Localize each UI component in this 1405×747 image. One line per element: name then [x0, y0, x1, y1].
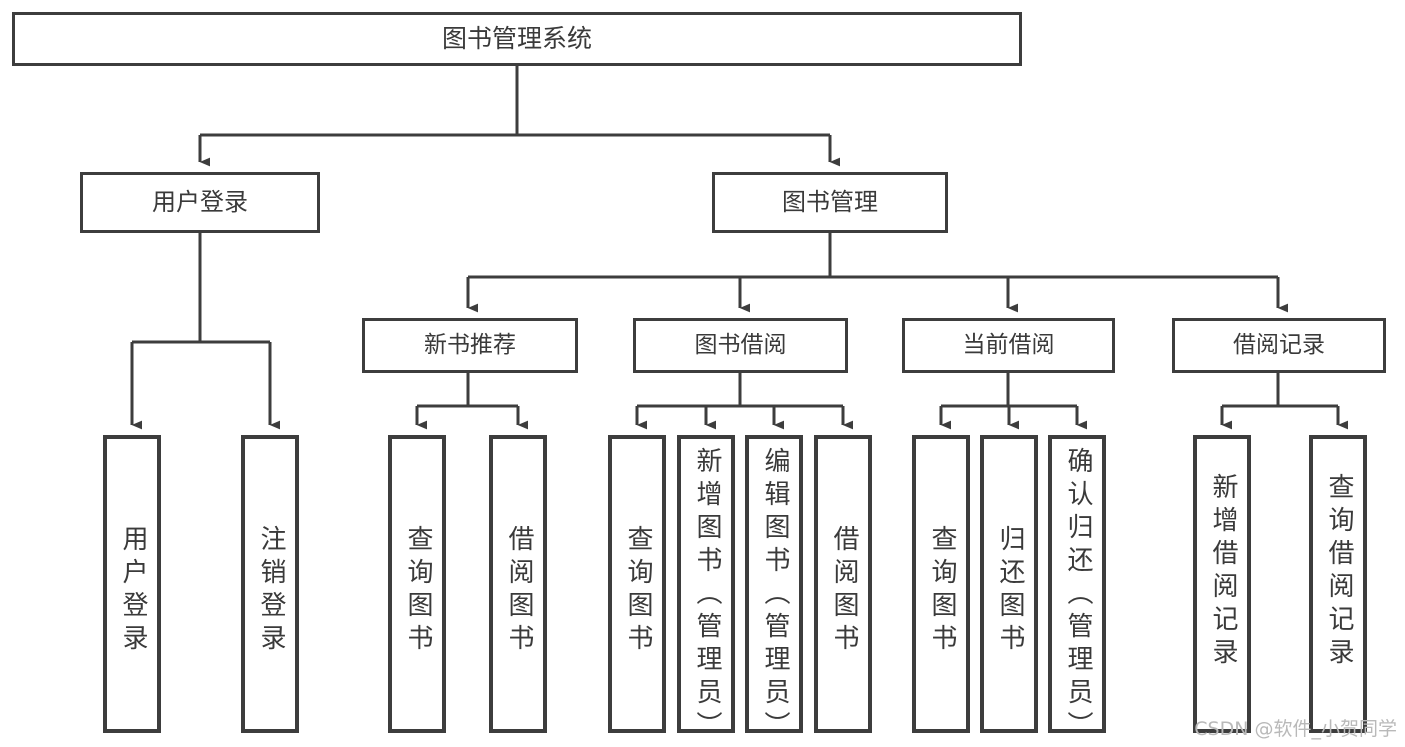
node-leaf-borrow-book-1[interactable]: 借阅图书 [489, 435, 547, 733]
node-borrow-record[interactable]: 借阅记录 [1172, 318, 1386, 373]
node-leaf-add-record[interactable]: 新增借阅记录 [1193, 435, 1251, 733]
node-new-book-rec-label: 新书推荐 [424, 332, 516, 359]
node-leaf-query-book-3-label: 查询图书 [926, 525, 957, 657]
node-leaf-confirm-return[interactable]: 确认归还（管理员） [1048, 435, 1106, 744]
node-leaf-return-book-label: 归还图书 [994, 525, 1025, 657]
node-leaf-user-logout-label: 注销登录 [255, 525, 286, 657]
node-leaf-user-login-label: 用户登录 [117, 525, 148, 657]
node-leaf-confirm-return-label: 确认归还（管理员） [1062, 447, 1093, 744]
node-leaf-borrow-book-1-label: 借阅图书 [503, 525, 534, 657]
node-leaf-query-book-2[interactable]: 查询图书 [608, 435, 666, 733]
node-leaf-edit-book-label: 编辑图书（管理员） [759, 447, 790, 744]
node-borrow-record-label: 借阅记录 [1233, 332, 1325, 359]
node-leaf-query-record-label: 查询借阅记录 [1323, 473, 1354, 671]
node-book-manage[interactable]: 图书管理 [712, 172, 948, 233]
node-root[interactable]: 图书管理系统 [12, 12, 1022, 66]
node-root-label: 图书管理系统 [441, 23, 592, 53]
node-leaf-user-logout[interactable]: 注销登录 [241, 435, 299, 733]
node-user-login-label: 用户登录 [152, 187, 248, 216]
node-leaf-borrow-book-2-label: 借阅图书 [828, 525, 859, 657]
node-leaf-query-book-1-label: 查询图书 [402, 525, 433, 657]
node-book-borrow[interactable]: 图书借阅 [633, 318, 848, 373]
node-leaf-edit-book[interactable]: 编辑图书（管理员） [745, 435, 803, 744]
node-leaf-add-book[interactable]: 新增图书（管理员） [677, 435, 735, 744]
node-leaf-query-book-2-label: 查询图书 [622, 525, 653, 657]
node-user-login[interactable]: 用户登录 [80, 172, 320, 233]
node-book-manage-label: 图书管理 [782, 187, 878, 216]
node-leaf-query-book-1[interactable]: 查询图书 [388, 435, 446, 733]
node-leaf-add-record-label: 新增借阅记录 [1207, 473, 1238, 671]
node-leaf-query-book-3[interactable]: 查询图书 [912, 435, 970, 733]
node-leaf-return-book[interactable]: 归还图书 [980, 435, 1038, 733]
node-leaf-query-record[interactable]: 查询借阅记录 [1309, 435, 1367, 733]
node-new-book-rec[interactable]: 新书推荐 [362, 318, 578, 373]
node-current-borrow[interactable]: 当前借阅 [902, 318, 1115, 373]
node-current-borrow-label: 当前借阅 [962, 332, 1055, 359]
node-leaf-user-login[interactable]: 用户登录 [103, 435, 161, 733]
node-leaf-add-book-label: 新增图书（管理员） [691, 447, 722, 744]
node-leaf-borrow-book-2[interactable]: 借阅图书 [814, 435, 872, 733]
node-book-borrow-label: 图书借阅 [694, 332, 787, 359]
